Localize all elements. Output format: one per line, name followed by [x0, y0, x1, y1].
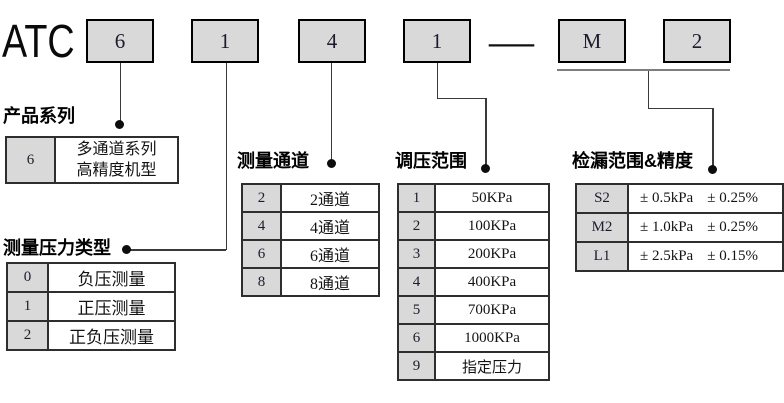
range-desc-cell: 700KPa: [434, 295, 550, 325]
table-row: 2 2通道: [241, 183, 380, 213]
leak-accuracy-value: ± 0.25%: [707, 219, 758, 235]
leak-code-cell: S2: [575, 183, 629, 214]
leak-group-underline: [557, 69, 730, 71]
pressure-type-code-cell: 0: [6, 262, 49, 293]
series-code-cell: 6: [5, 136, 56, 184]
channels-code-cell: 2: [241, 183, 282, 213]
pressure-type-desc-cell: 正负压测量: [47, 320, 176, 351]
connector-range-vertical-1: [436, 63, 438, 99]
range-code-cell: 4: [397, 267, 436, 297]
range-desc-cell: 指定压力: [434, 351, 550, 381]
channels-code-cell: 8: [241, 267, 282, 297]
range-code-cell: 9: [397, 351, 436, 381]
pressure-type-code-cell: 1: [6, 291, 49, 322]
leak-accuracy-value: ± 0.15%: [707, 248, 758, 264]
table-row: 4 4通道: [241, 211, 380, 241]
leak-range-value: ± 2.5kPa: [639, 248, 694, 264]
leak-accuracy-value: ± 0.25%: [707, 190, 758, 206]
heading-regulation-range: 调压范围: [395, 151, 467, 171]
table-row: 5 700KPa: [397, 295, 550, 325]
bullet-regulation-range: [481, 164, 490, 173]
dash-separator: —: [489, 16, 534, 66]
code-box-leak-accuracy: 2: [663, 19, 731, 63]
code-box-channels: 4: [298, 19, 366, 63]
code-box-regulation-range: 1: [403, 19, 471, 63]
range-code-cell: 1: [397, 183, 436, 213]
channels-code-cell: 4: [241, 211, 282, 241]
table-row: 2 100KPa: [397, 211, 550, 241]
table-row: S2 ± 0.5kPa ± 0.25%: [575, 183, 784, 214]
pressure-type-table: 0 负压测量 1 正压测量 2 正负压测量: [6, 262, 176, 351]
product-series-table: 6 多通道系列 高精度机型: [5, 136, 179, 184]
leak-desc-cell: ± 1.0kPa ± 0.25%: [626, 212, 784, 243]
regulation-range-table: 1 50KPa 2 100KPa 3 200KPa 4 400KPa 5 700…: [397, 183, 550, 381]
heading-product-series: 产品系列: [3, 106, 75, 126]
code-box-leak-range: M: [558, 19, 626, 63]
bullet-pressure-type: [122, 245, 131, 254]
connector-range-vertical-2: [485, 98, 487, 165]
table-row: 1 正压测量: [6, 291, 176, 322]
pressure-type-desc-cell: 负压测量: [47, 262, 176, 293]
connector-leak-horizontal: [647, 107, 714, 109]
table-row: 6 多通道系列 高精度机型: [5, 136, 179, 184]
code-box-pressure-type: 1: [191, 19, 259, 63]
bullet-series: [115, 120, 124, 129]
table-row: 1 50KPa: [397, 183, 550, 213]
leak-code-cell: L1: [575, 241, 629, 272]
range-code-cell: 3: [397, 239, 436, 269]
leak-range-value: ± 1.0kPa: [639, 219, 694, 235]
connector-leak-vertical-1: [647, 71, 649, 109]
connector-channels-vertical: [330, 63, 332, 160]
code-box-series: 6: [86, 19, 154, 63]
range-code-cell: 5: [397, 295, 436, 325]
table-row: 3 200KPa: [397, 239, 550, 269]
table-row: 4 400KPa: [397, 267, 550, 297]
pressure-type-code-cell: 2: [6, 320, 49, 351]
channels-table: 2 2通道 4 4通道 6 6通道 8 8通道: [241, 183, 380, 297]
pressure-type-desc-cell: 正压测量: [47, 291, 176, 322]
bullet-channels: [327, 159, 336, 168]
connector-range-horizontal: [436, 97, 487, 99]
heading-pressure-type: 测量压力类型: [3, 238, 111, 258]
range-desc-cell: 100KPa: [434, 211, 550, 241]
range-code-cell: 6: [397, 323, 436, 353]
bullet-leak-accuracy: [708, 165, 717, 174]
table-row: 8 8通道: [241, 267, 380, 297]
connector-pressure-type-vertical: [225, 63, 227, 250]
leak-range-value: ± 0.5kPa: [639, 190, 694, 206]
leak-accuracy-table: S2 ± 0.5kPa ± 0.25% M2 ± 1.0kPa ± 0.25% L1…: [575, 183, 784, 272]
range-desc-cell: 50KPa: [434, 183, 550, 213]
series-desc-cell: 多通道系列 高精度机型: [54, 136, 179, 184]
table-row: L1 ± 2.5kPa ± 0.15%: [575, 241, 784, 272]
table-row: 2 正负压测量: [6, 320, 176, 351]
table-row: 9 指定压力: [397, 351, 550, 381]
heading-leak-accuracy: 检漏范围&精度: [572, 151, 693, 171]
channels-desc-cell: 8通道: [280, 267, 380, 297]
channels-desc-cell: 6通道: [280, 239, 380, 269]
table-row: 6 6通道: [241, 239, 380, 269]
table-row: 0 负压测量: [6, 262, 176, 293]
leak-desc-cell: ± 2.5kPa ± 0.15%: [626, 241, 784, 272]
table-row: M2 ± 1.0kPa ± 0.25%: [575, 212, 784, 243]
leak-desc-cell: ± 0.5kPa ± 0.25%: [626, 183, 784, 214]
connector-pressure-type-horizontal: [128, 249, 226, 251]
channels-code-cell: 6: [241, 239, 282, 269]
connector-series-vertical: [119, 63, 121, 121]
range-desc-cell: 200KPa: [434, 239, 550, 269]
channels-desc-cell: 4通道: [280, 211, 380, 241]
model-prefix: ATC: [2, 15, 75, 67]
channels-desc-cell: 2通道: [280, 183, 380, 213]
table-row: 6 1000KPa: [397, 323, 550, 353]
leak-code-cell: M2: [575, 212, 629, 243]
heading-channels: 测量通道: [237, 151, 309, 171]
range-code-cell: 2: [397, 211, 436, 241]
connector-leak-vertical-2: [712, 108, 714, 166]
range-desc-cell: 1000KPa: [434, 323, 550, 353]
range-desc-cell: 400KPa: [434, 267, 550, 297]
